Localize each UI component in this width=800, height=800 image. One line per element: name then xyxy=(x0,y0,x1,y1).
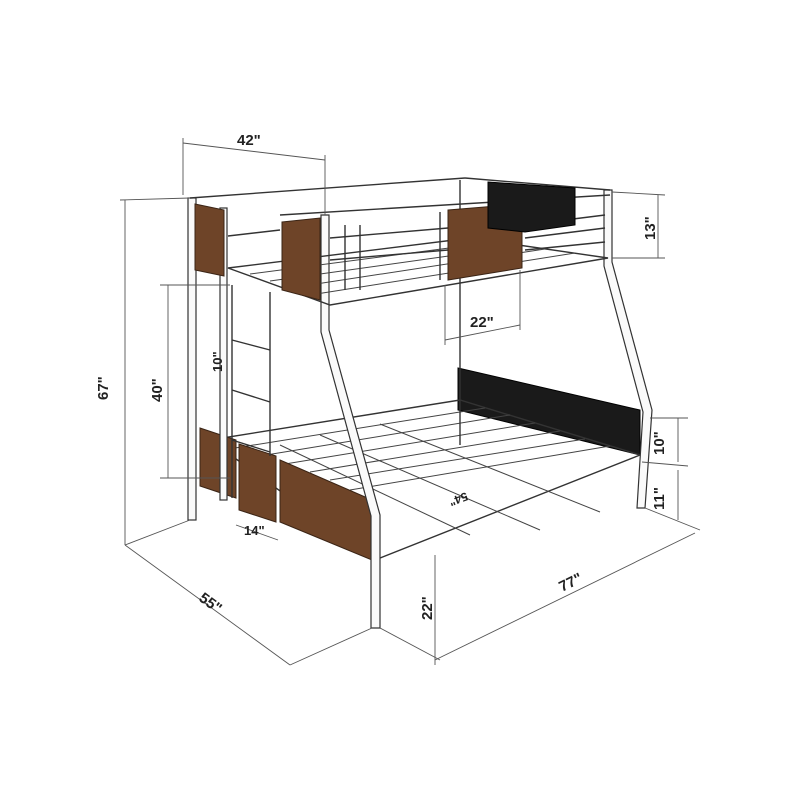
ladder[interactable] xyxy=(231,285,271,498)
dimension-lines xyxy=(119,138,701,666)
dim-headboard-height: 10" xyxy=(651,431,668,455)
lower-bunk xyxy=(199,367,643,561)
dim-guardrail-gap: 22" xyxy=(470,314,494,331)
post-back-left xyxy=(219,207,228,501)
dim-ladder-width: 14" xyxy=(244,523,265,538)
dim-rung-spacing: 10" xyxy=(210,351,225,372)
dim-total-width: 55" xyxy=(196,589,225,617)
dim-upper-width: 42" xyxy=(237,132,261,149)
dim-lower-height: 22" xyxy=(419,596,436,620)
upper-front-panel-left xyxy=(281,217,321,301)
lower-end-panel-left xyxy=(199,427,237,499)
upper-back-panel xyxy=(487,181,576,233)
dim-ladder-height: 40" xyxy=(149,378,166,402)
lower-headboard-panel xyxy=(457,367,641,456)
upper-end-panel xyxy=(194,203,225,277)
lower-slats xyxy=(234,407,611,536)
upper-bunk xyxy=(189,177,611,306)
lower-end-panel-right xyxy=(238,443,277,523)
dim-lower-inner-width: 54" xyxy=(447,489,470,509)
dim-total-height: 67" xyxy=(95,376,112,400)
dim-guardrail-height: 13" xyxy=(642,216,659,240)
dim-total-length: 77" xyxy=(556,570,585,596)
dim-headboard-clearance: 11" xyxy=(651,487,668,510)
